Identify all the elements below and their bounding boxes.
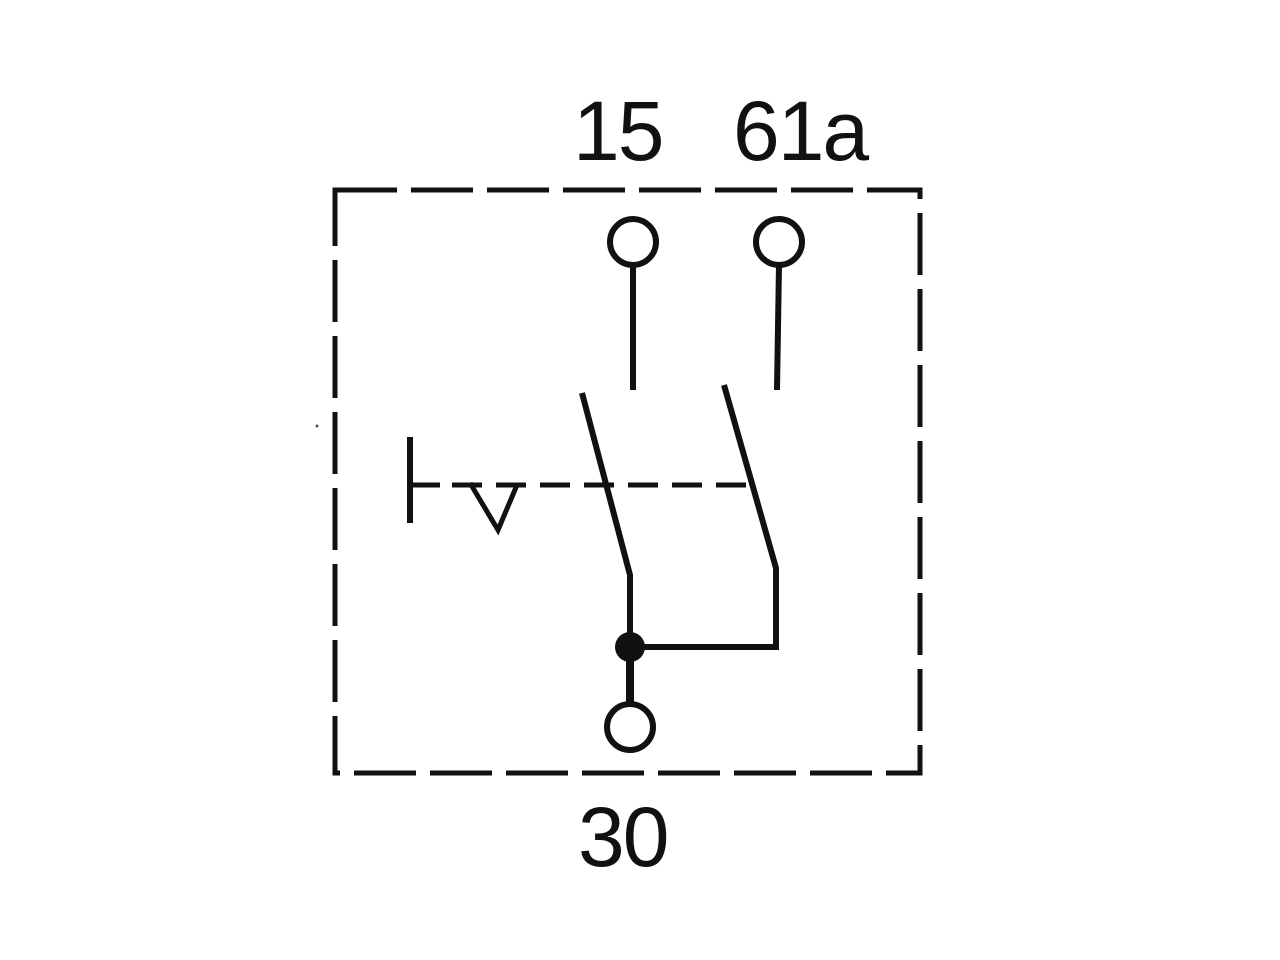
housing-outline bbox=[332, 187, 923, 776]
actuator-detent-notch bbox=[467, 481, 520, 536]
terminal-label-15: 15 bbox=[573, 84, 662, 178]
switch-blade-right bbox=[630, 384, 779, 650]
terminal-15-node bbox=[607, 216, 659, 268]
terminal-61a-lead bbox=[774, 264, 782, 391]
terminal-label-61a: 61a bbox=[733, 84, 869, 178]
terminal-label-30: 30 bbox=[578, 790, 667, 884]
switch-blade-left bbox=[579, 392, 633, 645]
terminal-30-node bbox=[604, 701, 656, 753]
stray-mark bbox=[315, 424, 319, 428]
terminal-61a-node bbox=[753, 216, 805, 268]
